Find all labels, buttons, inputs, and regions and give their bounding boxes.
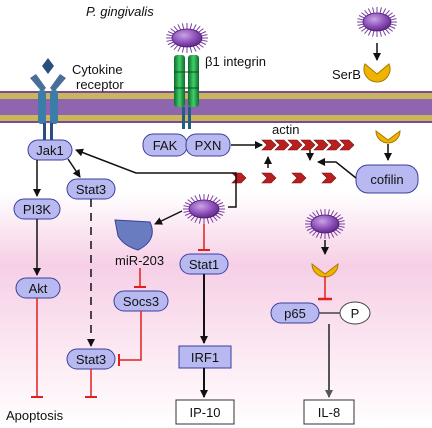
output-ip10: IP-10 (175, 399, 235, 425)
svg-text:PI3K: PI3K (23, 202, 52, 217)
edge-socs3-inhibits-stat3 (119, 311, 142, 360)
bacterium-body (362, 12, 392, 32)
bacterium-body (310, 214, 340, 234)
node-pxn: PXN (185, 133, 231, 157)
mir-label: miR-203 (115, 253, 164, 268)
edge-jak1-stat3 (67, 158, 81, 178)
mirna-icon (114, 219, 153, 251)
bacterium-icon (357, 7, 397, 37)
bacterium-body (171, 28, 203, 48)
svg-text:Jak1: Jak1 (36, 143, 63, 158)
serb-pacman-icon (311, 262, 339, 278)
node-jak1: Jak1 (27, 139, 73, 161)
actin-subunit (287, 139, 303, 151)
cytokine-receptor-icon (30, 58, 66, 143)
actin-subunit (339, 139, 355, 151)
serb-pacman-icon (375, 129, 401, 144)
apoptosis-label: Apoptosis (6, 408, 64, 423)
node-cofilin: cofilin (355, 164, 419, 194)
actin-subunit (313, 139, 329, 151)
actin-subunit (291, 172, 307, 184)
actin-subunit (261, 139, 277, 151)
output-il8: IL-8 (303, 399, 355, 425)
svg-text:IL-8: IL-8 (318, 405, 340, 420)
node-phospho: P (339, 301, 371, 325)
actin-subunit (261, 172, 277, 184)
svg-text:IP-10: IP-10 (189, 405, 220, 420)
cell-membrane (0, 91, 432, 123)
svg-text:Socs3: Socs3 (123, 294, 159, 309)
actin-subunit (326, 139, 342, 151)
node-stat3-top: Stat3 (66, 178, 116, 200)
bacterium-icon (166, 23, 208, 53)
bacterium-icon (305, 209, 345, 239)
svg-text:p65: p65 (284, 306, 306, 321)
actin-subunit (274, 139, 290, 151)
svg-text:Akt: Akt (29, 281, 48, 296)
actin-filament-icon (261, 139, 355, 151)
svg-text:PXN: PXN (195, 138, 222, 153)
node-p65: p65 (270, 302, 320, 324)
svg-text:Stat1: Stat1 (189, 257, 219, 272)
integrin-label: β1 integrin (205, 54, 266, 69)
node-irf1: IRF1 (178, 345, 232, 369)
svg-text:IRF1: IRF1 (191, 350, 219, 365)
node-stat1: Stat1 (179, 253, 229, 275)
serb-label: SerB (332, 67, 361, 82)
edge-bacterium-mir203 (154, 210, 183, 225)
serb-pacman-icon (363, 63, 391, 83)
pathway-edges (37, 141, 357, 398)
actin-subunit (321, 172, 337, 184)
cytokine-receptor-label-1: Cytokine (72, 62, 123, 77)
svg-text:P: P (351, 306, 360, 321)
node-akt: Akt (15, 277, 61, 299)
bacterium-icon (183, 194, 225, 224)
node-stat3-bottom: Stat3 (66, 348, 116, 370)
actin-label: actin (272, 122, 299, 137)
svg-text:FAK: FAK (153, 138, 178, 153)
cytokine-receptor-label-2: receptor (76, 77, 124, 92)
svg-text:cofilin: cofilin (370, 172, 403, 187)
organism-label: P. gingivalis (86, 4, 154, 19)
integrin-icon (174, 55, 199, 129)
node-fak: FAK (142, 133, 188, 157)
svg-text:Stat3: Stat3 (76, 182, 106, 197)
edge-bacterium-jak1 (75, 148, 237, 208)
node-socs3: Socs3 (113, 290, 169, 312)
bacterium-body (188, 199, 220, 219)
svg-text:Stat3: Stat3 (76, 352, 106, 367)
node-pi3k: PI3K (13, 198, 61, 220)
edge-cofilin-actin (317, 158, 357, 179)
